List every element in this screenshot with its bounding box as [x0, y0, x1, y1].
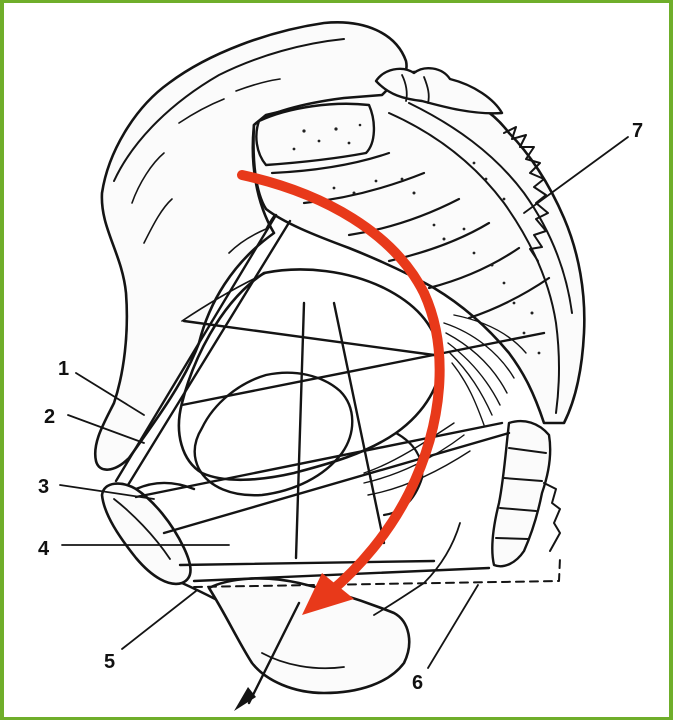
label-6: 6	[412, 672, 423, 694]
leader-6	[428, 585, 478, 668]
label-1: 1	[58, 358, 69, 380]
label-2: 2	[44, 406, 55, 428]
plane-line-d	[164, 433, 509, 533]
label-5: 5	[104, 651, 115, 673]
leader-5	[122, 591, 196, 649]
pelvis-diagram: 1 2 3 4 5 6 7	[4, 3, 673, 723]
lower-axis-arrowhead	[234, 687, 256, 711]
plane-line-b	[182, 333, 544, 405]
coccyx	[492, 421, 550, 566]
label-4: 4	[38, 538, 50, 560]
plane-line-f	[296, 303, 304, 558]
plane-line-c	[136, 423, 502, 497]
label-7: 7	[632, 120, 643, 142]
plane-line-g	[334, 303, 384, 543]
plane-line-e	[180, 561, 434, 565]
ischium-outline	[209, 578, 409, 693]
label-3: 3	[38, 476, 49, 498]
plane-line-a	[184, 321, 434, 355]
